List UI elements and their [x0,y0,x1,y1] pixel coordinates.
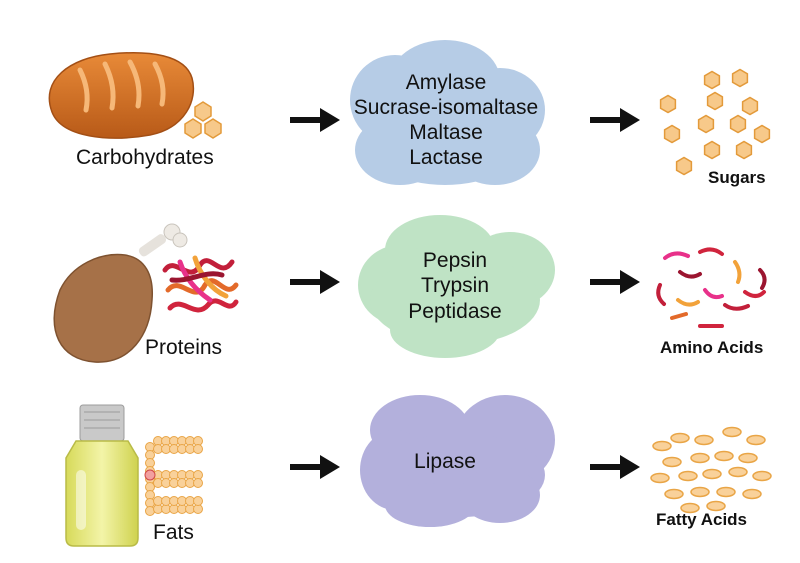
glucose-hexagon-cluster-icon [184,101,222,139]
enzyme-cloud-carbohydrates [350,40,545,185]
arrow-icon [290,108,340,132]
fatty-acid-oval [694,434,714,446]
arrow-icon [590,270,640,294]
sugar-hexagon [735,140,753,160]
fatty-acid-oval [678,470,698,482]
oil-bottle-icon [65,404,139,547]
enzyme-cloud-fats [360,395,555,527]
fatty-acid-oval [752,470,772,482]
sugar-hexagon [663,124,681,144]
sugar-hexagon [675,156,693,176]
sugar-hexagon [741,96,759,116]
sugar-hexagon [697,114,715,134]
fat-bead [193,496,203,506]
fatty-acid-oval [662,456,682,468]
food-label-proteins: Proteins [145,336,223,359]
sugar-hexagon [731,68,749,88]
enzyme-cloud-proteins [358,215,555,358]
fatty-acid-oval [664,488,684,500]
fatty-acid-oval [680,502,700,514]
sugar-hexagon [703,140,721,160]
drumstick-icon [53,223,188,363]
fatty-acid-oval [670,432,690,444]
fatty-acids-icon [650,426,772,514]
product-label-sugars: Sugars [708,168,766,187]
fatty-acid-oval [716,486,736,498]
enzyme-label: Pepsin [422,249,488,273]
enzyme-list-fats: Lipase [380,446,510,478]
sugar-hexagon [659,94,677,114]
fatty-acid-oval [650,472,670,484]
fatty-acid-oval [690,452,710,464]
arrow-icon [290,455,340,479]
fat-bead [193,478,203,488]
enzyme-label: Lipase [414,450,476,474]
arrow-icon [290,270,340,294]
sugar-hexagon [703,70,721,90]
enzyme-label: Sucrase-isomaltase [353,95,539,119]
fatty-acid-oval [722,426,742,438]
sugar-hexagon [753,124,771,144]
fatty-acid-oval [690,486,710,498]
enzyme-label: Lactase [409,146,483,170]
enzyme-label: Maltase [409,121,483,144]
enzyme-list-proteins: Pepsin Trypsin Peptidase [360,236,550,336]
enzyme-label: Trypsin [420,274,490,298]
food-label-carbohydrates: Carbohydrates [76,146,214,169]
glycerol-bead [144,469,156,481]
fatty-acid-oval [706,500,726,512]
arrow-icon [590,455,640,479]
bread-icon [48,52,195,139]
enzyme-label: Peptidase [408,299,502,323]
sugar-hexagon [729,114,747,134]
sugars-hexagons-icon [659,68,771,176]
food-label-fats: Fats [153,521,194,544]
fat-bead [193,444,203,454]
fatty-acid-oval [702,468,722,480]
protein-ribbon-icon [162,255,239,313]
arrow-icon [590,108,640,132]
enzyme-label: Amylase [405,70,487,94]
product-label-fatty-acids: Fatty Acids [656,510,748,529]
amino-acids-icon [656,247,767,328]
fatty-acid-oval [728,466,748,478]
product-label-amino-acids: Amino Acids [660,338,764,357]
sugar-hexagon [706,91,724,111]
fatty-acid-oval [714,450,734,462]
fat-molecule-icon [144,436,203,516]
fatty-acid-oval [746,434,766,446]
fatty-acid-oval [742,488,762,500]
enzyme-list-carbohydrates: Amylase Sucrase-isomaltase Maltase Lacta… [340,58,552,182]
fatty-acid-oval [738,452,758,464]
fatty-acid-oval [652,440,672,452]
